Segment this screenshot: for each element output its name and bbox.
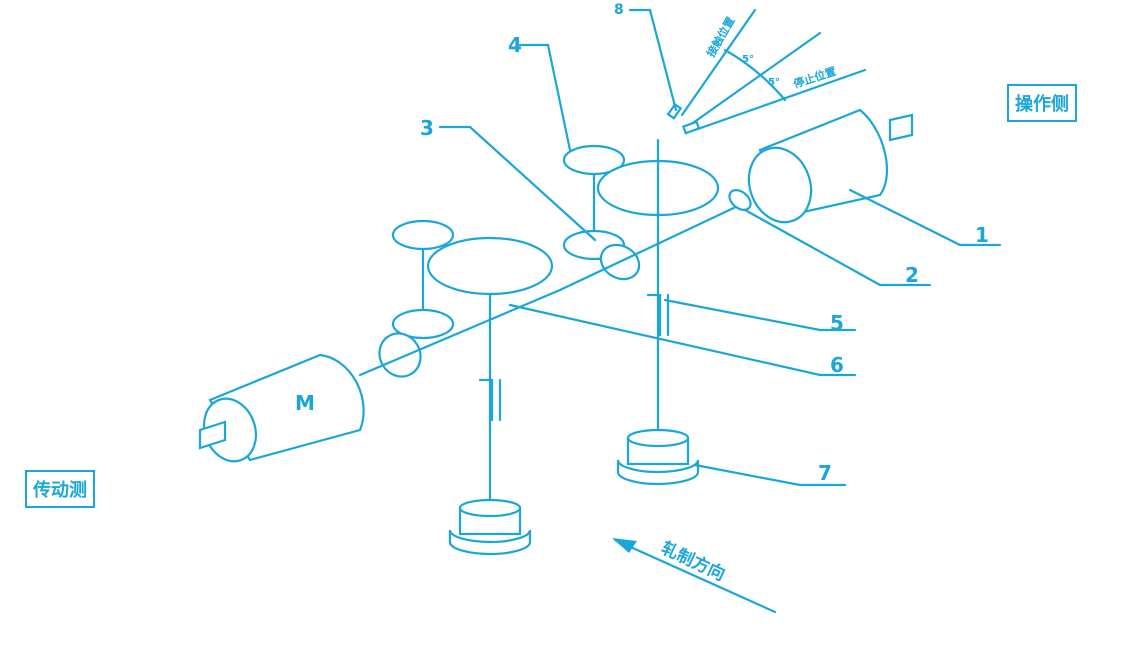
motor-label: M	[295, 391, 315, 415]
cylinder-roller	[728, 108, 914, 224]
callout-1: 1	[975, 223, 989, 247]
drive-side-label: 传动测	[25, 470, 95, 508]
callout-numbers: 1 2 3 4 5 6 7 8	[420, 2, 989, 485]
rolling-direction-label: 轧制方向	[658, 537, 729, 585]
callout-4: 4	[508, 33, 522, 57]
callout-5: 5	[830, 311, 844, 335]
operating-side-label: 操作侧	[1007, 84, 1077, 122]
left-gear-train	[358, 219, 562, 556]
right-gear-train	[558, 138, 742, 486]
callout-7: 7	[818, 461, 832, 485]
angle-label-2: 5°	[768, 77, 780, 88]
callout-leaders	[438, 8, 1002, 614]
sensor-angle-lines: 接触位置 停止位置 5° 5°	[666, 8, 867, 135]
callout-3: 3	[420, 116, 434, 140]
callout-6: 6	[830, 353, 844, 377]
angle-label-1: 5°	[742, 54, 754, 65]
callout-2: 2	[905, 263, 919, 287]
motor: M	[198, 353, 365, 463]
contact-position-label: 接触位置	[703, 14, 737, 59]
callout-8: 8	[614, 2, 624, 18]
